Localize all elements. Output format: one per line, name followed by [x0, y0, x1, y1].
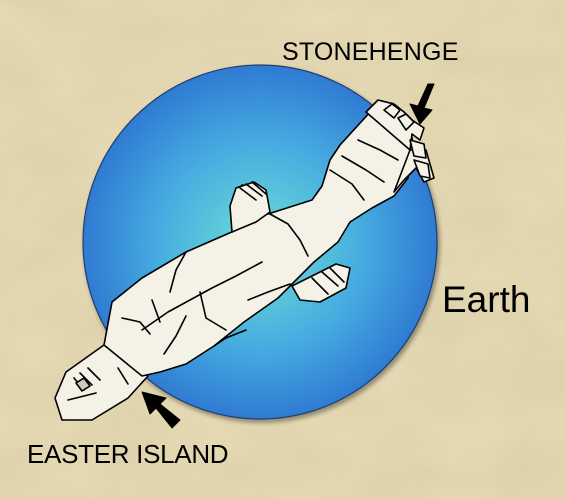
- giant-figure-icon: [54, 99, 435, 421]
- easter-island-arrow: [141, 391, 181, 429]
- figure-head: [54, 344, 149, 421]
- stonehenge-arrow: [409, 83, 435, 125]
- stonehenge-label: STONEHENGE: [282, 38, 459, 66]
- easter-island-label: EASTER ISLAND: [27, 439, 229, 469]
- earth-label: Earth: [442, 279, 531, 320]
- arrow-icon: [141, 83, 435, 429]
